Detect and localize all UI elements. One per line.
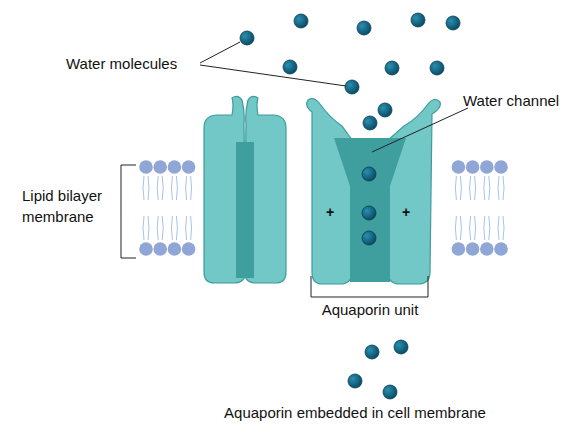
lipid-tail (470, 176, 471, 200)
lipid-tail (171, 176, 172, 200)
lipid-tail (157, 216, 158, 240)
water-molecule (385, 61, 399, 75)
lipid-tail (186, 176, 187, 200)
lipid-head (182, 160, 196, 174)
water-molecule (365, 345, 379, 359)
callout-label: Water channel (463, 90, 578, 111)
lipid-head (168, 242, 182, 256)
protein-half (388, 99, 440, 284)
water-molecule (362, 231, 376, 245)
water-molecules (240, 13, 460, 399)
membrane-bracket (121, 165, 136, 258)
water-molecule (411, 13, 425, 27)
lipid-tail (475, 216, 476, 240)
lipid-tail (176, 216, 177, 240)
channel-core (334, 138, 406, 282)
charge-symbol: + (322, 202, 338, 223)
lipid-tail (484, 216, 485, 240)
water-molecule (294, 14, 308, 28)
water-molecule (383, 385, 397, 399)
lipid-head (153, 242, 167, 256)
bracket-label: Lipid bilayer membrane (22, 185, 122, 227)
lipid-tail (186, 216, 187, 240)
water-molecule (283, 60, 297, 74)
lipid-head (168, 160, 182, 174)
charge-symbol: + (398, 202, 414, 223)
lipid-head (452, 242, 466, 256)
lipid-tail (498, 176, 499, 200)
lipid-tail (503, 176, 504, 200)
channel-core (236, 142, 254, 278)
lipid-tail (503, 216, 504, 240)
lipid-tail (176, 176, 177, 200)
aquaporin-protein (307, 99, 441, 284)
lipid-head (139, 242, 153, 256)
lipid-head (494, 160, 508, 174)
water-molecule (394, 340, 408, 354)
lipid-head (466, 242, 480, 256)
lipid-tail (484, 176, 485, 200)
water-molecule (345, 80, 359, 94)
unit-bracket (311, 276, 428, 297)
bracket-label: Aquaporin unit (300, 299, 440, 320)
lipid-tail (162, 176, 163, 200)
lipid-head (466, 160, 480, 174)
lipid-head (139, 160, 153, 174)
water-molecule (430, 61, 444, 75)
leader-line (200, 65, 346, 86)
lipid-tail (143, 216, 144, 240)
water-molecule (363, 116, 377, 130)
lipid-tail (455, 176, 456, 200)
leader-line (200, 42, 240, 63)
callout-label: Water molecules (66, 53, 206, 74)
lipid-head (480, 160, 494, 174)
water-molecule (362, 167, 376, 181)
lipid-tail (460, 216, 461, 240)
leader-line (372, 108, 468, 152)
figure-caption: Aquaporin embedded in cell membrane (190, 402, 520, 423)
lipid-tail (489, 216, 490, 240)
lipid-head (494, 242, 508, 256)
lipid-tail (162, 216, 163, 240)
lipid-tail (475, 176, 476, 200)
lipid-tail (191, 216, 192, 240)
lipid-tail (470, 216, 471, 240)
lipid-tail (171, 216, 172, 240)
water-molecule (446, 16, 460, 30)
lipid-tail (148, 176, 149, 200)
lipid-tail (460, 176, 461, 200)
lipid-tail (498, 216, 499, 240)
protein-half (307, 99, 352, 284)
lipid-head (452, 160, 466, 174)
lipid-tail (148, 216, 149, 240)
lipid-tail (489, 176, 490, 200)
water-molecule (348, 374, 362, 388)
water-molecule (362, 206, 376, 220)
water-molecule (240, 31, 254, 45)
lipid-tail (191, 176, 192, 200)
water-molecule (357, 21, 371, 35)
lipid-head (480, 242, 494, 256)
lipid-tail (143, 176, 144, 200)
lipid-tail (455, 216, 456, 240)
lipid-tail (157, 176, 158, 200)
lipid-head (182, 242, 196, 256)
aquaporin-protein (204, 96, 286, 283)
lipid-head (153, 160, 167, 174)
water-molecule (378, 103, 392, 117)
